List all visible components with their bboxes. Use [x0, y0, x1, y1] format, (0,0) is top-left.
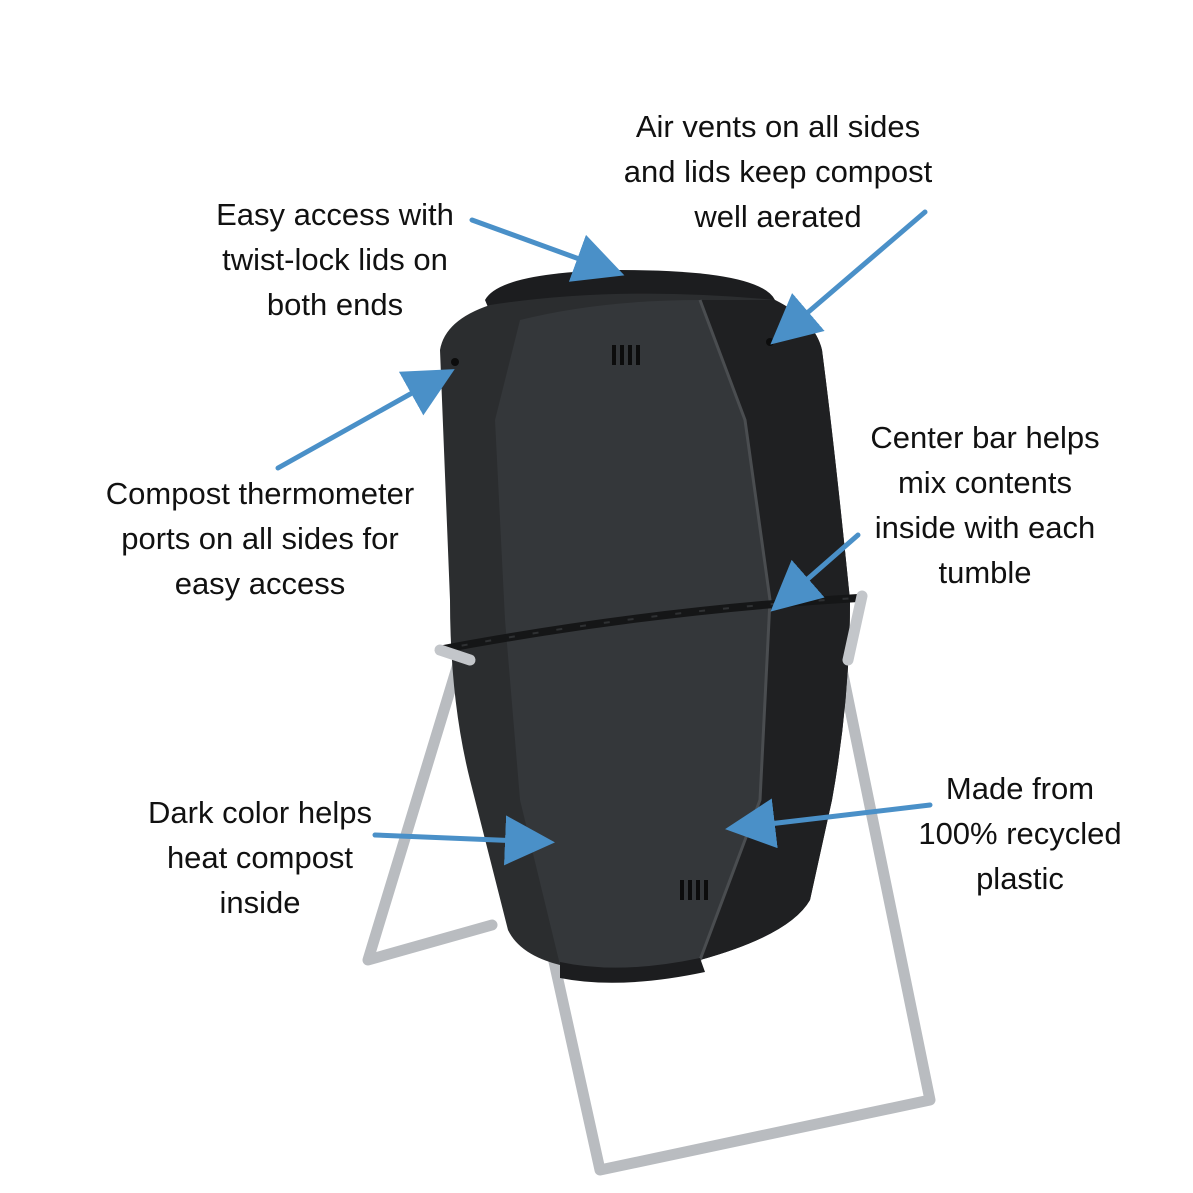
arrow-center-bar — [770, 532, 861, 612]
air-vent-top — [612, 345, 640, 365]
callout-line: well aerated — [694, 199, 862, 234]
callout-line: ports on all sides for — [121, 521, 399, 556]
callout-line: mix contents — [897, 465, 1072, 500]
arrow-recycled-plastic — [725, 798, 933, 849]
callout-line: 100% recycled — [918, 816, 1122, 851]
callout-line: Dark color helps — [148, 795, 372, 830]
tumbler-drum — [437, 270, 859, 983]
arrow-thermometer-ports — [275, 369, 455, 471]
callout-arrows — [275, 209, 933, 866]
air-vent-bottom — [680, 880, 708, 900]
callout-line: Air vents on all sides — [635, 109, 921, 144]
callout-line: twist-lock lids on — [222, 242, 448, 277]
thermometer-port — [766, 338, 774, 346]
callout-air-vents: Air vents on all sides and lids keep com… — [578, 104, 978, 239]
callout-line: inside with each — [874, 510, 1096, 545]
callout-line: Compost thermometer — [105, 476, 415, 511]
callout-line: both ends — [266, 287, 404, 322]
callout-twist-lock-lids: Easy access with twist-lock lids on both… — [170, 192, 500, 327]
callout-center-bar: Center bar helps mix contents inside wit… — [830, 415, 1140, 595]
callout-line: easy access — [174, 566, 346, 601]
stand-frame — [362, 644, 936, 1176]
callout-line: plastic — [976, 861, 1064, 896]
thermometer-port — [451, 358, 459, 366]
callout-line: heat compost — [166, 840, 354, 875]
stand-frame-front — [434, 590, 868, 666]
callout-line: Center bar helps — [870, 420, 1100, 455]
arrow-air-vents — [770, 209, 928, 345]
callout-line: tumble — [938, 555, 1032, 590]
callout-line: Easy access with — [216, 197, 454, 232]
callout-dark-color: Dark color helps heat compost inside — [110, 790, 410, 925]
callout-line: Made from — [945, 771, 1095, 806]
callout-line: inside — [219, 885, 301, 920]
arrow-twist-lock-lids — [469, 217, 625, 282]
callout-recycled-plastic: Made from 100% recycled plastic — [880, 766, 1160, 901]
callout-thermometer-ports: Compost thermometer ports on all sides f… — [60, 471, 460, 606]
arrow-dark-color — [372, 815, 555, 866]
callout-line: and lids keep compost — [623, 154, 933, 189]
